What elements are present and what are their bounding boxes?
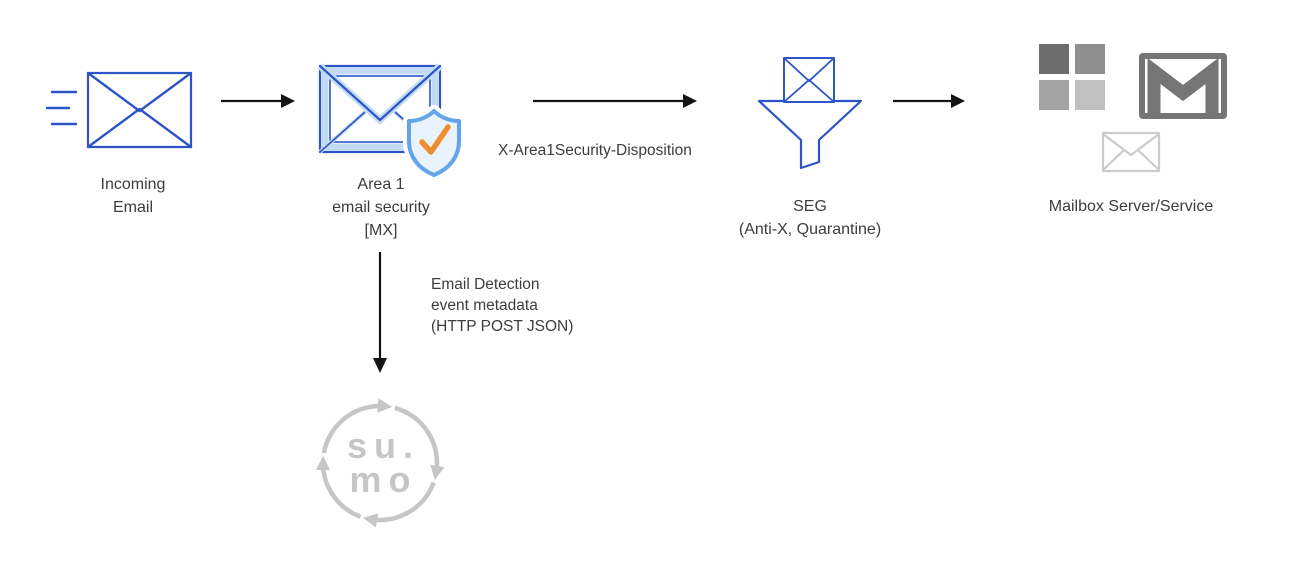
circular-arrows-icon: [315, 398, 445, 528]
area1-label-line2: email security: [332, 199, 430, 216]
incoming-email-label: Incoming Email: [58, 173, 208, 219]
shield-check-icon: [403, 105, 465, 181]
seg-label-line1: SEG: [793, 198, 827, 215]
flow-arrow-seg-to-mailbox: [893, 94, 965, 108]
sumo-logic-logo: su. mo: [313, 396, 447, 530]
gmail-icon: [1139, 53, 1227, 119]
mailbox-label: Mailbox Server/Service: [1048, 198, 1214, 215]
metadata-label-line1: Email Detection: [431, 276, 540, 293]
metadata-label: Email Detection event metadata (HTTP POS…: [431, 274, 651, 337]
area1-label-line1: Area 1: [357, 176, 405, 193]
flow-arrow-incoming-to-area1: [221, 94, 295, 108]
sumo-wordmark-line2: mo: [349, 459, 418, 500]
metadata-arrow: [373, 252, 387, 373]
seg-funnel-icon: [757, 57, 863, 170]
metadata-label-line3: (HTTP POST JSON): [431, 318, 574, 335]
sumo-wordmark-line1: su.: [346, 425, 420, 466]
area1-label-line3: [MX]: [364, 222, 398, 239]
small-envelope-icon: [1101, 131, 1161, 173]
sumo-wordmark: su. mo: [313, 396, 447, 530]
area1-email-security-icon: [317, 63, 465, 181]
seg-label-line2: (Anti-X, Quarantine): [738, 221, 882, 238]
flow-arrow-area1-to-seg: [533, 94, 697, 108]
disposition-header-label: X-Area1Security-Disposition: [498, 142, 692, 159]
funnel-icon: [757, 99, 863, 170]
envelope-icon: [783, 57, 835, 103]
seg-label: SEG (Anti-X, Quarantine): [708, 195, 912, 241]
incoming-email-icon: [46, 71, 193, 149]
metadata-label-line2: event metadata: [431, 297, 538, 314]
microsoft-logo-icon: [1039, 44, 1105, 110]
incoming-email-label-line1: Incoming: [100, 176, 166, 193]
incoming-email-label-line2: Email: [112, 199, 153, 216]
speed-lines: [46, 90, 78, 126]
area1-label: Area 1 email security [MX]: [306, 173, 456, 242]
